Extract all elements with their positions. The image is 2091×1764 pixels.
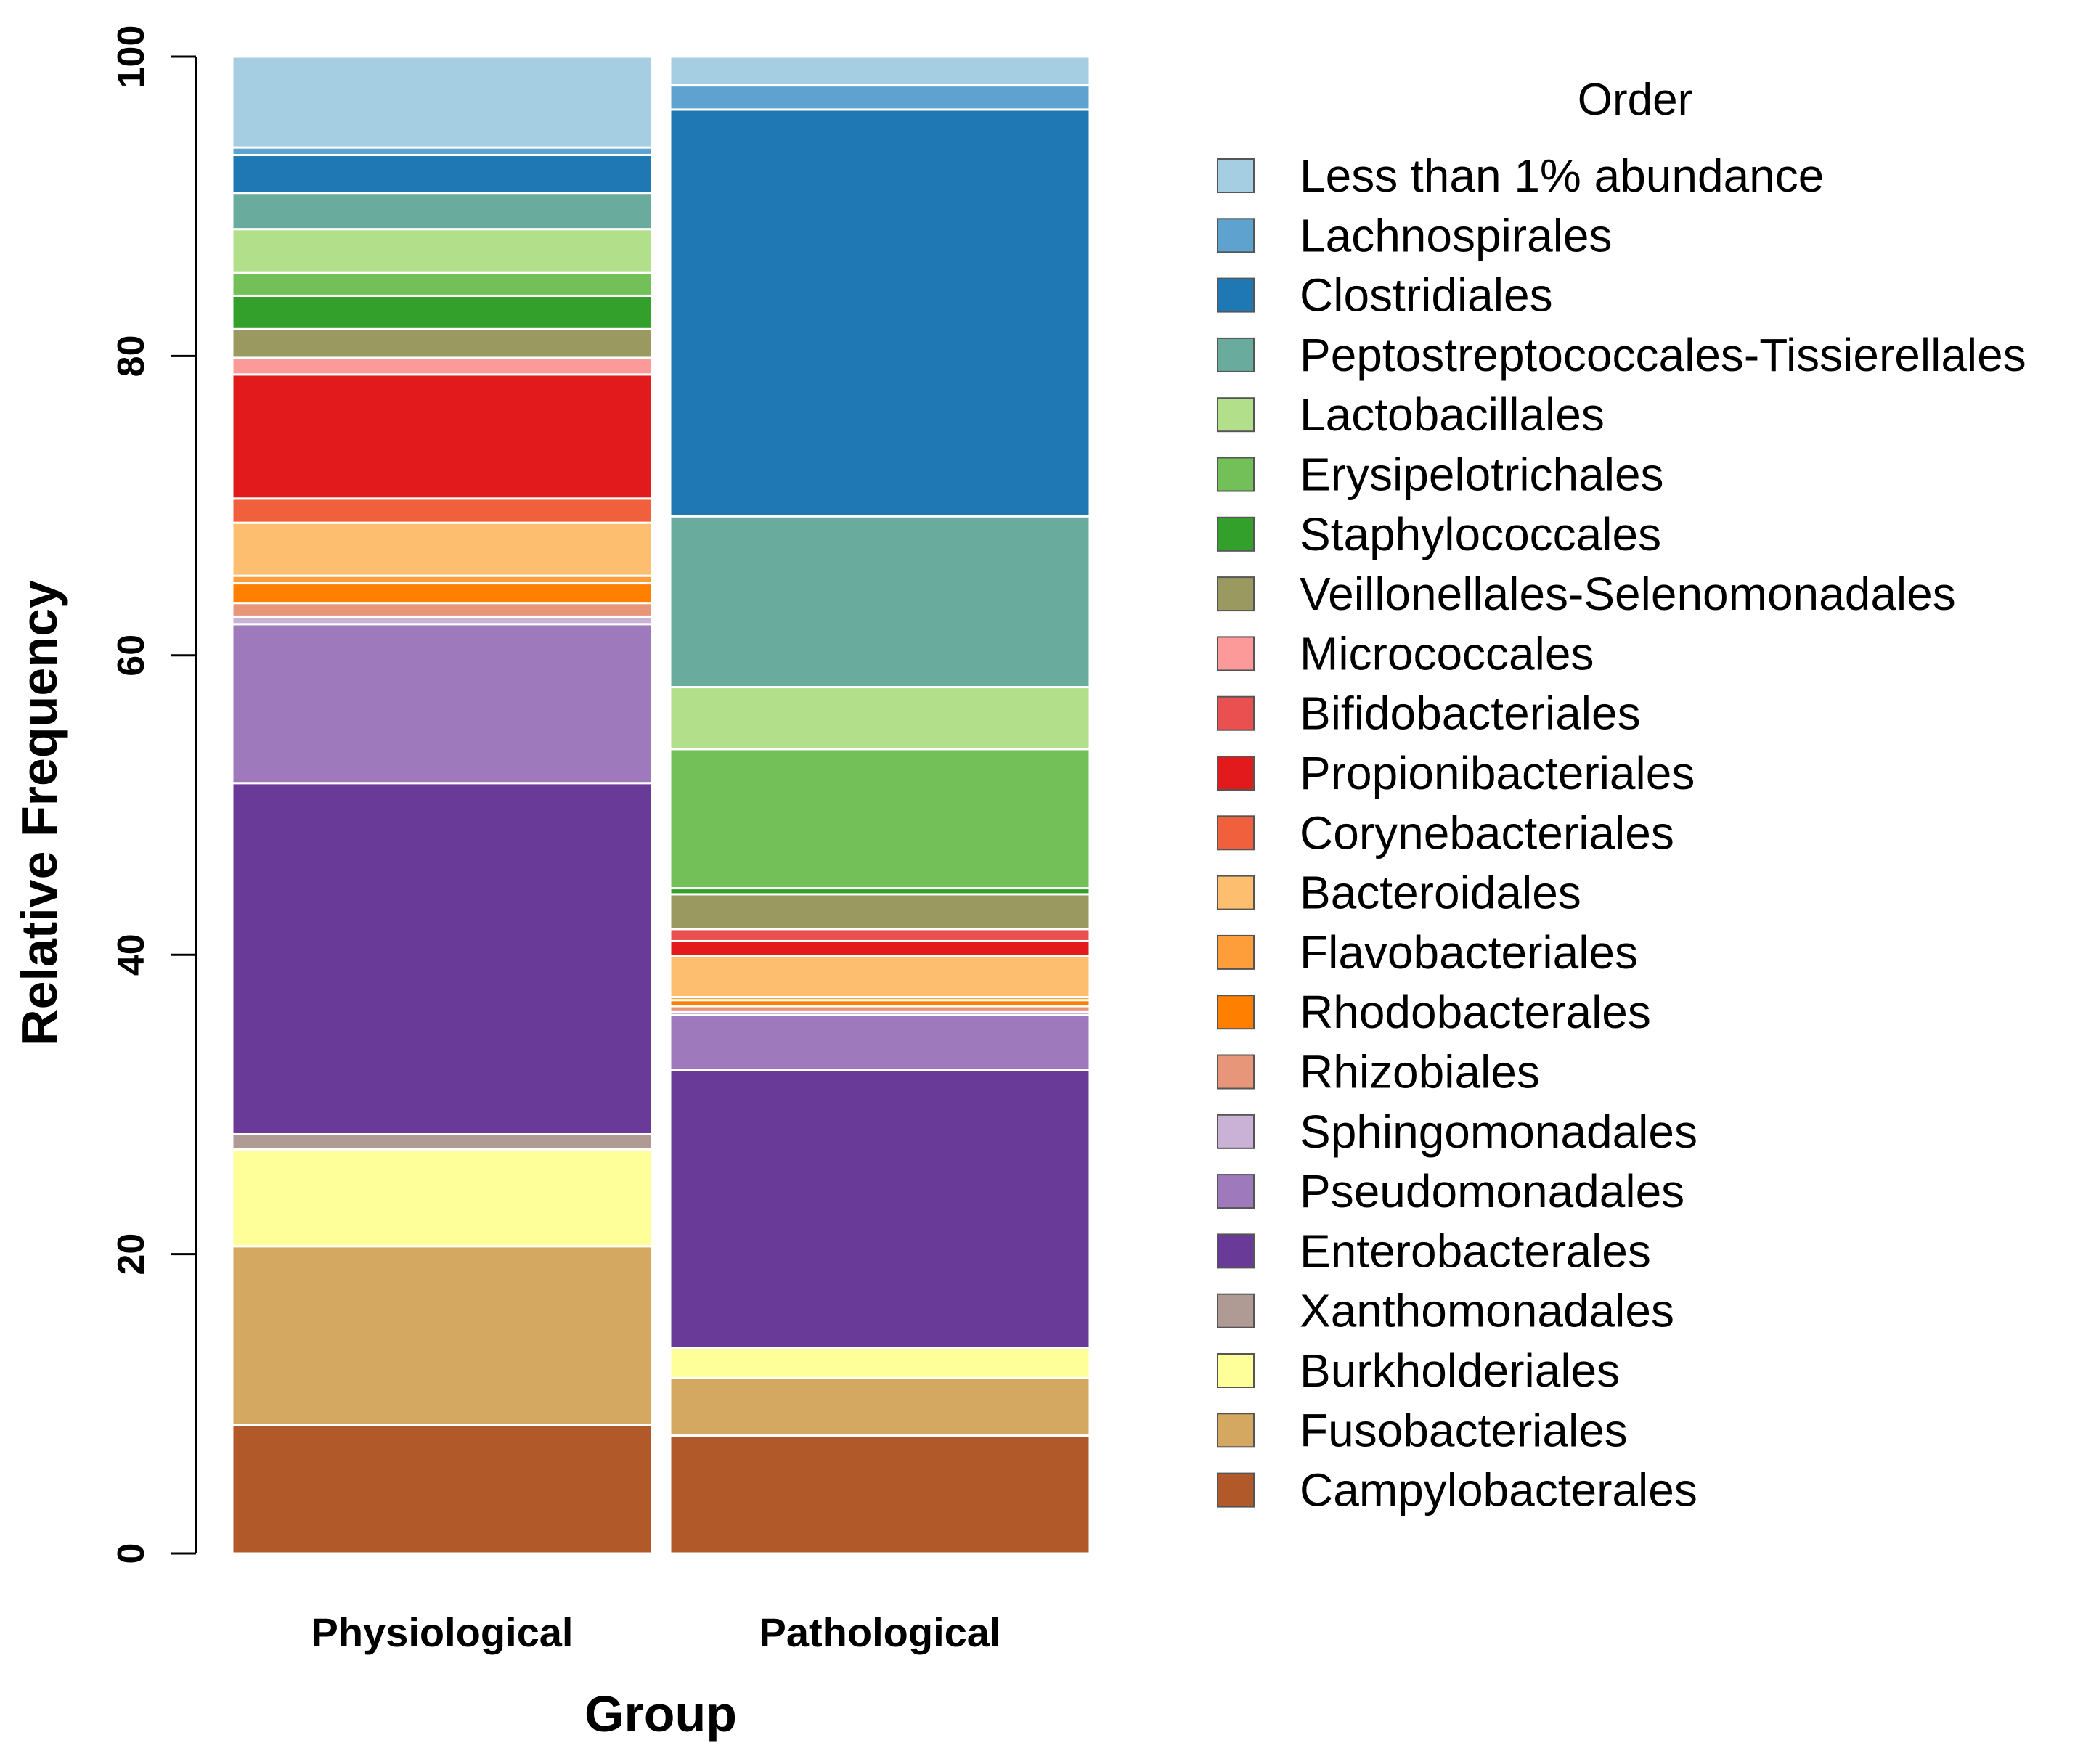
- bar-segment: [231, 1245, 653, 1426]
- bar-segment: [231, 521, 653, 577]
- legend-swatch: [1217, 1114, 1255, 1149]
- legend-label: Flavobacteriales: [1300, 926, 1638, 979]
- bar-segment: [669, 1434, 1091, 1555]
- legend-swatch: [1217, 337, 1255, 372]
- legend-label: Propionibacteriales: [1300, 747, 1695, 799]
- legend-label: Less than 1% abundance: [1300, 150, 1824, 202]
- y-tick-label: 0: [110, 1543, 152, 1564]
- bar-segment: [669, 748, 1091, 890]
- legend-swatch: [1217, 158, 1255, 193]
- legend-swatch: [1217, 457, 1255, 492]
- bar-segment: [231, 373, 653, 500]
- legend-swatch: [1217, 995, 1255, 1030]
- bar-segment: [231, 615, 653, 626]
- bar-segment: [669, 1014, 1091, 1071]
- bar-segment: [669, 108, 1091, 518]
- x-tick-label: Physiological: [311, 1609, 574, 1655]
- bar-segment: [231, 623, 653, 785]
- bar-segment: [231, 782, 653, 1135]
- bar-segment: [231, 497, 653, 524]
- legend: Order Less than 1% abundanceLachnospiral…: [1217, 75, 2026, 1516]
- legend-label: Peptostreptococcales-Tissierellales: [1300, 329, 2026, 381]
- legend-swatch: [1217, 1174, 1255, 1209]
- legend-label: Lachnospirales: [1300, 209, 1613, 261]
- y-axis: 0 20 40 60 80 100: [110, 25, 197, 1564]
- bar-segment: [231, 294, 653, 330]
- bar-segment: [669, 1376, 1091, 1437]
- bar-segment: [669, 955, 1091, 999]
- legend-label: Veillonellales-Selenomonadales: [1300, 568, 1956, 620]
- legend-swatch: [1217, 1353, 1255, 1388]
- bar-segment: [231, 146, 653, 157]
- bar-segment: [669, 1068, 1091, 1349]
- legend-label: Pseudomonadales: [1300, 1165, 1684, 1217]
- legend-swatch: [1217, 277, 1255, 313]
- legend-swatch: [1217, 1233, 1255, 1269]
- legend-label: Micrococcales: [1300, 627, 1594, 679]
- bar-segment: [231, 55, 653, 149]
- legend-swatch: [1217, 218, 1255, 253]
- y-tick-label: 60: [110, 634, 152, 677]
- x-axis: Physiological Pathological: [311, 1609, 1001, 1655]
- bar-segment: [669, 686, 1091, 751]
- y-tick-label: 80: [110, 335, 152, 377]
- legend-label: Clostridiales: [1300, 269, 1553, 322]
- y-tick-label: 40: [110, 934, 152, 976]
- legend-label: Bacteroidales: [1300, 867, 1581, 919]
- legend-swatch: [1217, 1472, 1255, 1508]
- legend-label: Burkholderiales: [1300, 1344, 1620, 1397]
- bar-stacks: [231, 55, 1091, 1555]
- bar-segment: [231, 1424, 653, 1555]
- y-tick-label: 20: [110, 1233, 152, 1275]
- bar-segment: [669, 939, 1091, 957]
- legend-swatch: [1217, 1293, 1255, 1328]
- y-tick-label: 100: [110, 25, 152, 89]
- x-tick-label: Pathological: [759, 1609, 1001, 1655]
- legend-swatch: [1217, 576, 1255, 612]
- bar-segment: [669, 1347, 1091, 1379]
- legend-label: Lactobacillales: [1300, 388, 1605, 441]
- legend-label: Sphingomonadales: [1300, 1106, 1697, 1158]
- legend-title: Order: [1578, 75, 1692, 125]
- legend-swatch: [1217, 695, 1255, 731]
- legend-label: Fusobacteriales: [1300, 1404, 1628, 1456]
- bar-segment: [231, 356, 653, 376]
- x-axis-title: Group: [584, 1686, 737, 1742]
- legend-label: Bifidobacteriales: [1300, 687, 1641, 740]
- legend-label: Campylobacterales: [1300, 1464, 1697, 1516]
- legend-label: Corynebacteriales: [1300, 807, 1674, 859]
- bar-segment: [669, 55, 1091, 87]
- legend-swatch: [1217, 1413, 1255, 1448]
- bar-segment: [669, 928, 1091, 942]
- bar-segment: [669, 84, 1091, 111]
- legend-swatch: [1217, 636, 1255, 671]
- legend-swatch: [1217, 875, 1255, 910]
- legend-label: Xanthomonadales: [1300, 1285, 1674, 1337]
- bar-segment: [669, 515, 1091, 689]
- legend-swatch: [1217, 516, 1255, 552]
- bar-segment: [231, 228, 653, 274]
- bar-segment: [231, 327, 653, 359]
- bar-segment: [231, 1132, 653, 1151]
- legend-swatch: [1217, 397, 1255, 433]
- legend-label: Rhizobiales: [1300, 1046, 1540, 1098]
- bar-segment: [669, 893, 1091, 931]
- legend-label: Erysipelotrichales: [1300, 449, 1664, 501]
- legend-label: Staphylococcales: [1300, 508, 1661, 560]
- bar-segment: [231, 271, 653, 297]
- bar-segment: [231, 602, 653, 618]
- legend-swatch: [1217, 934, 1255, 970]
- legend-swatch: [1217, 815, 1255, 851]
- y-axis-title: Relative Frequency: [11, 580, 68, 1046]
- bar-segment: [231, 192, 653, 231]
- legend-swatch: [1217, 1054, 1255, 1090]
- bar-segment: [231, 154, 653, 195]
- bar-segment: [231, 1148, 653, 1248]
- bar-segment: [231, 574, 653, 585]
- legend-swatch: [1217, 756, 1255, 791]
- legend-label: Enterobacterales: [1300, 1225, 1651, 1277]
- legend-label: Rhodobacterales: [1300, 986, 1651, 1038]
- bar-segment: [231, 582, 653, 605]
